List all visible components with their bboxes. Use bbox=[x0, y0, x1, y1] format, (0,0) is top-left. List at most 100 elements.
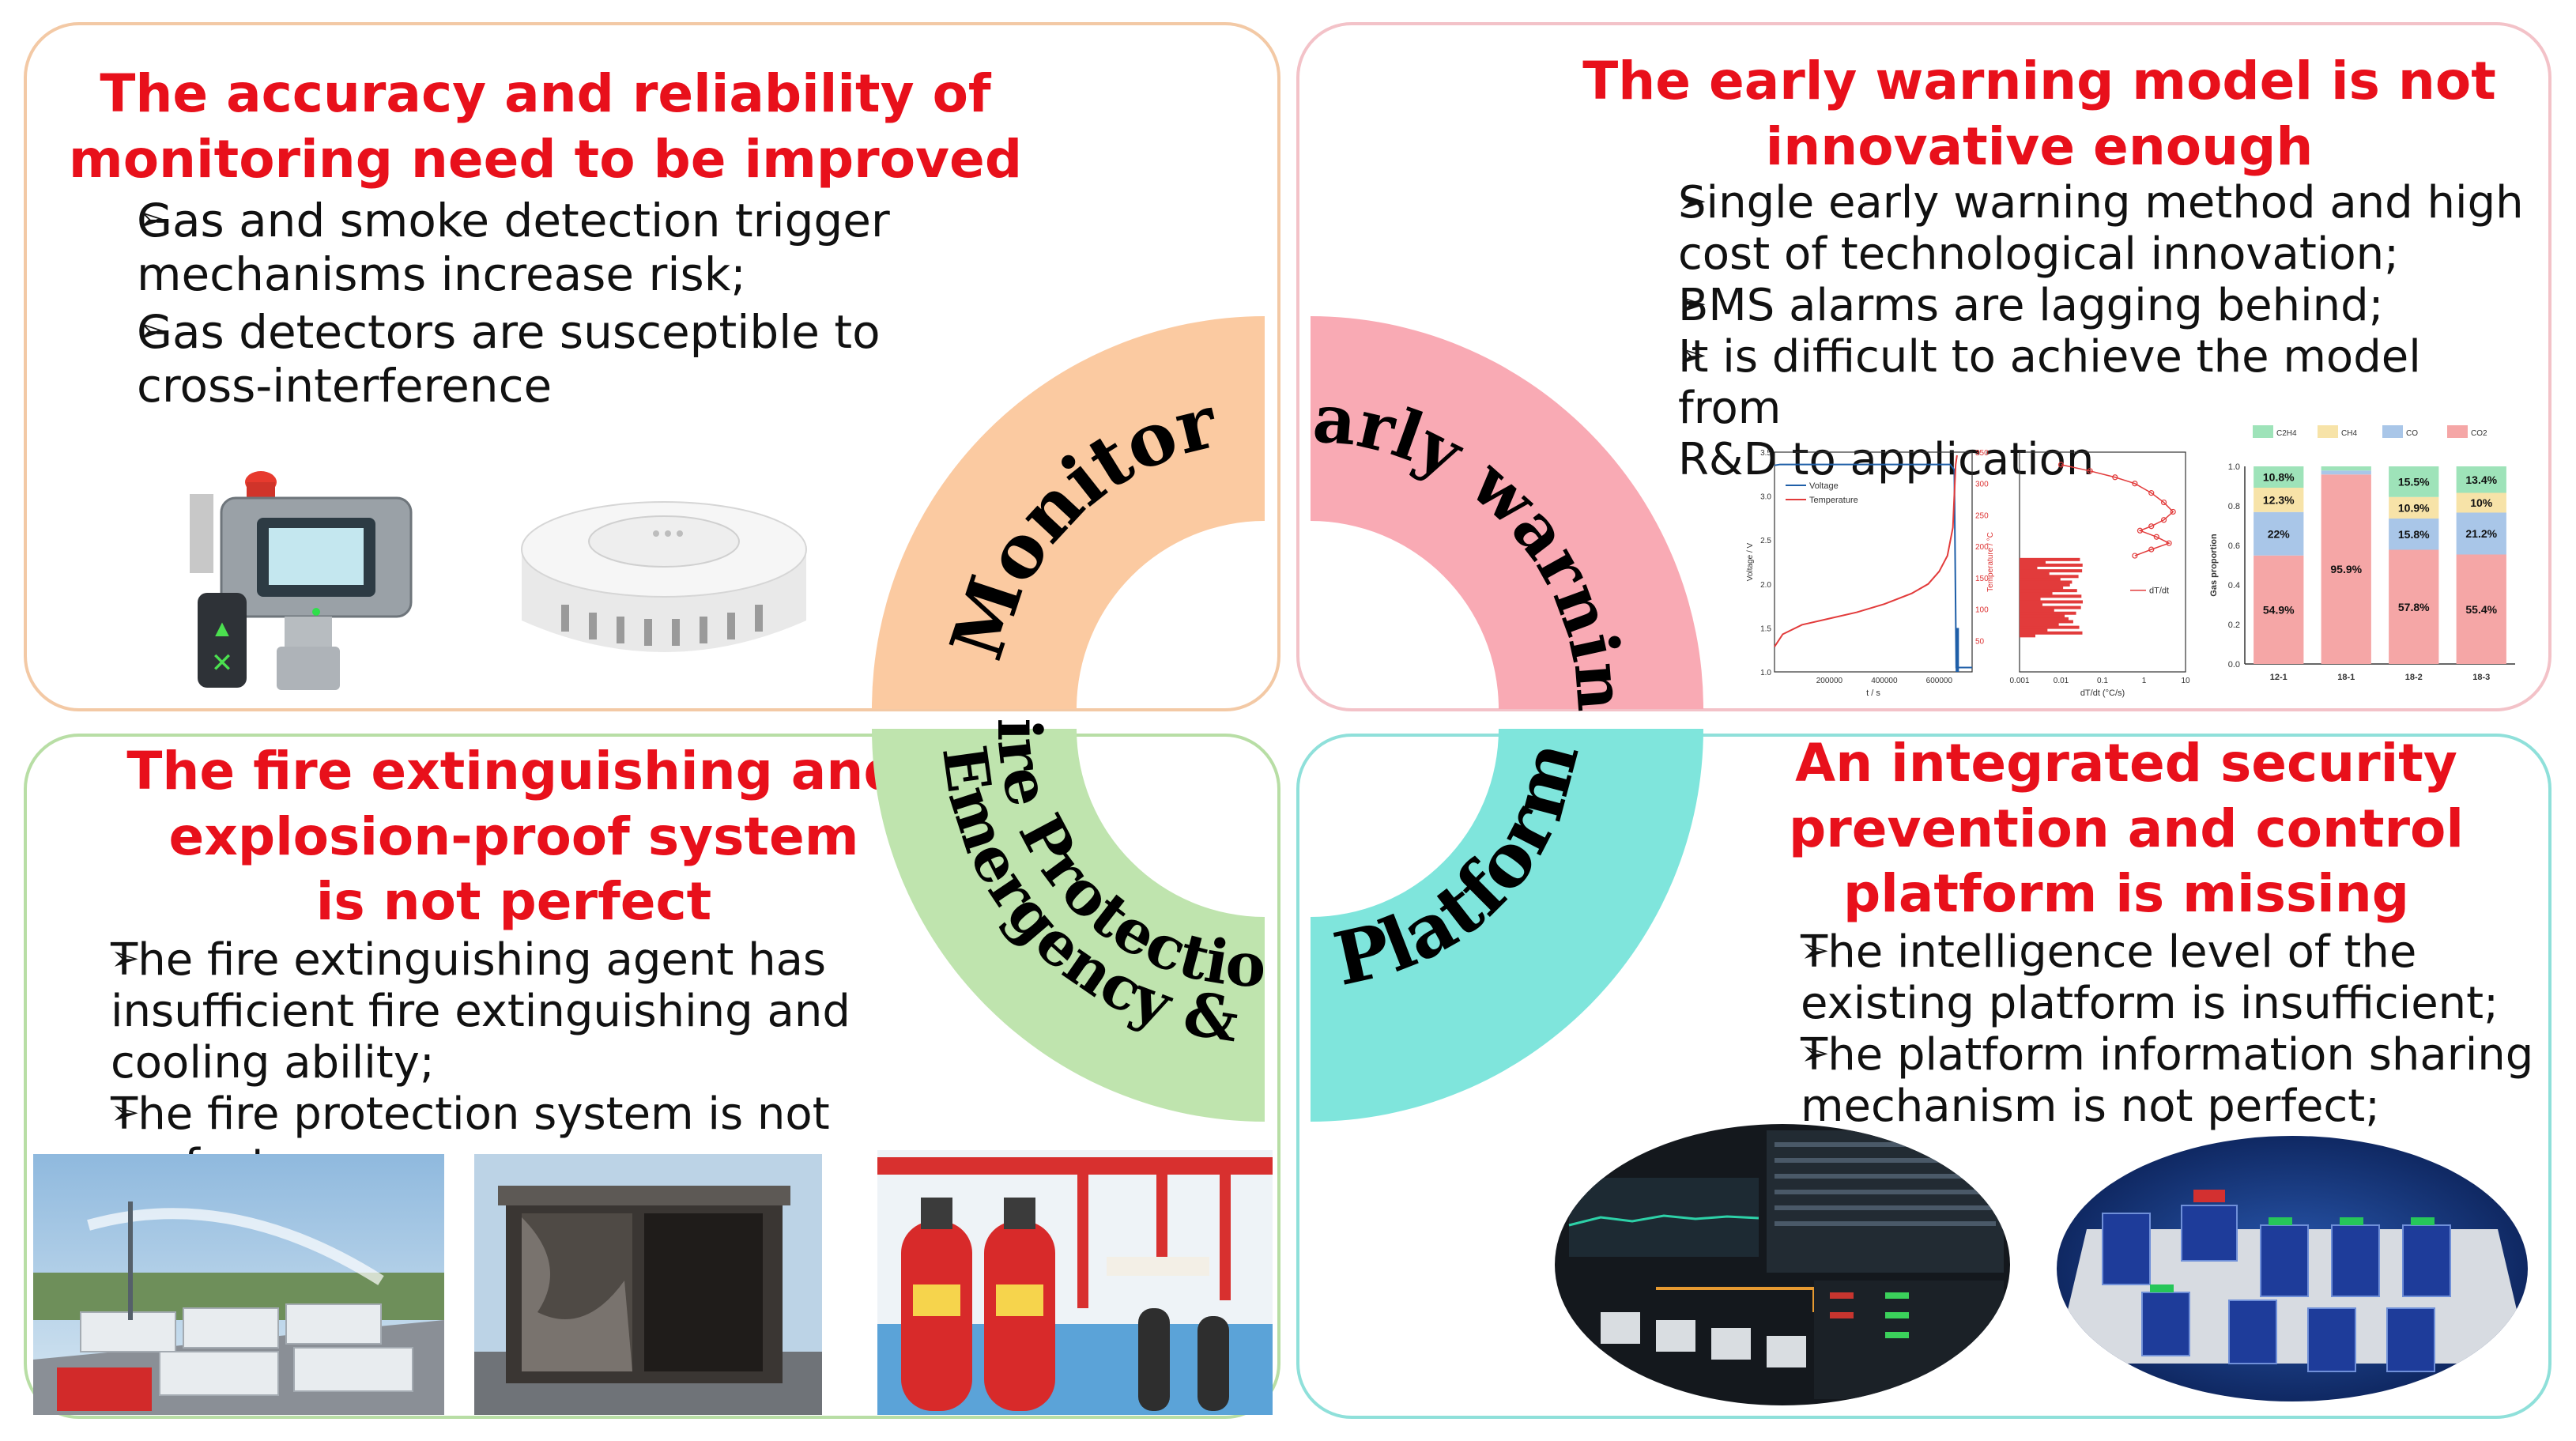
emergency-bullet-1: The fire extinguishing agent hasinsuffic… bbox=[40, 934, 988, 1089]
chart3-category-label: 18-2 bbox=[2405, 673, 2423, 682]
chart1-y-tick: 1.0 bbox=[1760, 669, 1771, 677]
chart2-density-bar bbox=[2020, 571, 2050, 575]
chart2-density-bar bbox=[2020, 589, 2077, 593]
svg-text:▲: ▲ bbox=[210, 616, 234, 642]
chart2-density-bar bbox=[2020, 560, 2046, 564]
chart2-density-bar bbox=[2020, 594, 2082, 598]
chart3-bar-segment bbox=[2456, 466, 2506, 493]
chart2-rate-point bbox=[2057, 462, 2065, 468]
chart3-legend-label: CO bbox=[2406, 429, 2418, 438]
chart2-rate-point bbox=[2112, 474, 2118, 481]
chart1-x-tick: 400000 bbox=[1871, 677, 1898, 685]
platform-title-line1: An integrated security bbox=[1795, 733, 2457, 794]
chart3-legend-label: C2H4 bbox=[2276, 429, 2297, 438]
chart1-temperature-line bbox=[1774, 455, 1958, 647]
chart2-density-bar bbox=[2020, 623, 2059, 627]
monitor-bullet-1: Gas and smoke detection triggermechanism… bbox=[70, 194, 979, 302]
chart2-density-bar bbox=[2020, 609, 2054, 613]
monitor-bullets: Gas and smoke detection triggermechanism… bbox=[70, 194, 979, 413]
chart2-rate-point bbox=[2137, 527, 2144, 534]
chart3-bar-segment bbox=[2321, 466, 2371, 471]
chart3-legend-swatch bbox=[2382, 425, 2403, 438]
chart3-category-label: 12-1 bbox=[2270, 673, 2287, 682]
chart3-category-label: 18-1 bbox=[2337, 673, 2355, 682]
chart3-data-label: 10% bbox=[2470, 496, 2493, 509]
monitoring-dashboard-photo bbox=[1555, 1124, 2010, 1405]
platform-title-line2: prevention and control bbox=[1788, 798, 2465, 859]
chart2-rate-point bbox=[2170, 508, 2176, 515]
chart2-density-bar bbox=[2020, 611, 2076, 615]
chart3-legend-label: CH4 bbox=[2341, 429, 2357, 438]
burned-container-photo bbox=[474, 1154, 822, 1415]
chart1-y2-label: Temperature / °C bbox=[1986, 532, 1995, 592]
chart3-data-label: 13.4% bbox=[2465, 473, 2497, 486]
chart2-density-bar bbox=[2020, 620, 2073, 624]
chart3-category-label: 18-3 bbox=[2472, 673, 2490, 682]
chart1-y-label: Voltage / V bbox=[1746, 542, 1755, 581]
chart2-rate-point bbox=[2153, 534, 2159, 540]
chart1-y2-tick: 350 bbox=[1975, 449, 1989, 458]
chart3-bar-segment bbox=[2321, 474, 2371, 664]
chart2-density-bar bbox=[2020, 566, 2038, 570]
chart2-rate-point bbox=[2132, 481, 2138, 487]
chart1-x-tick: 200000 bbox=[1816, 677, 1843, 685]
chart2-x-tick: 1 bbox=[2142, 677, 2147, 685]
chart2-rate-point bbox=[2148, 490, 2155, 496]
chart1-legend-temperature: Temperature bbox=[1809, 496, 1858, 505]
chart2-density-bar bbox=[2020, 597, 2041, 601]
emergency-title-line2: explosion-proof system bbox=[168, 805, 859, 867]
early-warning-title-line1: The early warning model is not bbox=[1582, 51, 2496, 111]
smoke-detector-icon bbox=[521, 501, 807, 652]
chart2-density-bar bbox=[2020, 575, 2079, 579]
chart2-x-tick: 0.01 bbox=[2054, 677, 2069, 685]
chart2-rate-point bbox=[2160, 499, 2167, 506]
chart1-y2-tick: 150 bbox=[1975, 575, 1989, 583]
chart3-legend-swatch bbox=[2318, 425, 2338, 438]
chart2-x-tick: 0.1 bbox=[2097, 677, 2108, 685]
chart3-data-label: 12.3% bbox=[2263, 493, 2295, 506]
voltage-temperature-chart: 1.01.52.02.53.03.55010015020025030035020… bbox=[1746, 449, 1995, 698]
early-warning-bullet-2: BMS alarms are lagging behind; bbox=[1609, 280, 2533, 332]
chart2-x-tick: 10 bbox=[2181, 677, 2190, 685]
chart2-density-bar bbox=[2020, 617, 2069, 621]
platform-bullet-2: The platform information sharingmechanis… bbox=[1731, 1029, 2569, 1133]
water-spray-photo bbox=[33, 1154, 444, 1415]
chart1-x-tick: 600000 bbox=[1926, 677, 1953, 685]
chart2-rate-point bbox=[2166, 540, 2172, 546]
chart1-voltage-drop-area bbox=[1956, 628, 1959, 672]
chart3-bar-segment bbox=[2254, 555, 2304, 664]
chart3-bar-segment bbox=[2254, 488, 2304, 512]
chart1-voltage-line bbox=[1774, 463, 1972, 669]
chart3-data-label: 15.8% bbox=[2398, 528, 2430, 541]
chart3-data-label: 95.9% bbox=[2330, 563, 2362, 575]
chart3-data-label: 21.2% bbox=[2465, 527, 2497, 540]
chart2-density-bar bbox=[2020, 605, 2081, 609]
chart3-y-tick: 0.0 bbox=[2228, 660, 2240, 670]
platform-title-line3: platform is missing bbox=[1842, 863, 2409, 924]
chart1-y2-tick: 50 bbox=[1975, 637, 1985, 646]
chart3-legend-swatch bbox=[2447, 425, 2468, 438]
emergency-title-line1: The fire extinguishing and bbox=[126, 741, 901, 802]
chart3-bar-segment bbox=[2254, 511, 2304, 556]
chart3-data-label: 10.8% bbox=[2263, 471, 2295, 484]
emergency-title-line3: is not perfect bbox=[315, 871, 712, 932]
chart2-density-bar bbox=[2020, 628, 2048, 632]
early-warning-title-line2: innovative enough bbox=[1765, 115, 2314, 177]
early-warning-bullet-3: It is difficult to achieve the model fro… bbox=[1609, 331, 2533, 486]
chart3-bar-segment bbox=[2389, 519, 2439, 550]
chart3-data-label: 10.9% bbox=[2398, 501, 2430, 514]
monitor-bullet-2: Gas detectors are susceptible tocross-in… bbox=[70, 305, 979, 413]
chart2-density-bar bbox=[2020, 631, 2083, 635]
chart1-y-tick: 1.5 bbox=[1760, 624, 1771, 633]
chart3-data-label: 55.4% bbox=[2465, 603, 2497, 616]
chart3-bar-segment bbox=[2389, 466, 2439, 497]
chart3-legend-swatch bbox=[2253, 425, 2273, 438]
chart1-y2-tick: 100 bbox=[1975, 606, 1989, 615]
gas-detector-icon: ▲ ✕ bbox=[190, 471, 413, 690]
chart2-legend-label: dT/dt bbox=[2149, 587, 2169, 596]
chart3-data-label: 57.8% bbox=[2398, 601, 2430, 613]
chart2-density-bar bbox=[2020, 634, 2035, 638]
svg-text:✕: ✕ bbox=[211, 648, 234, 678]
chart3-bar-segment bbox=[2321, 470, 2371, 475]
